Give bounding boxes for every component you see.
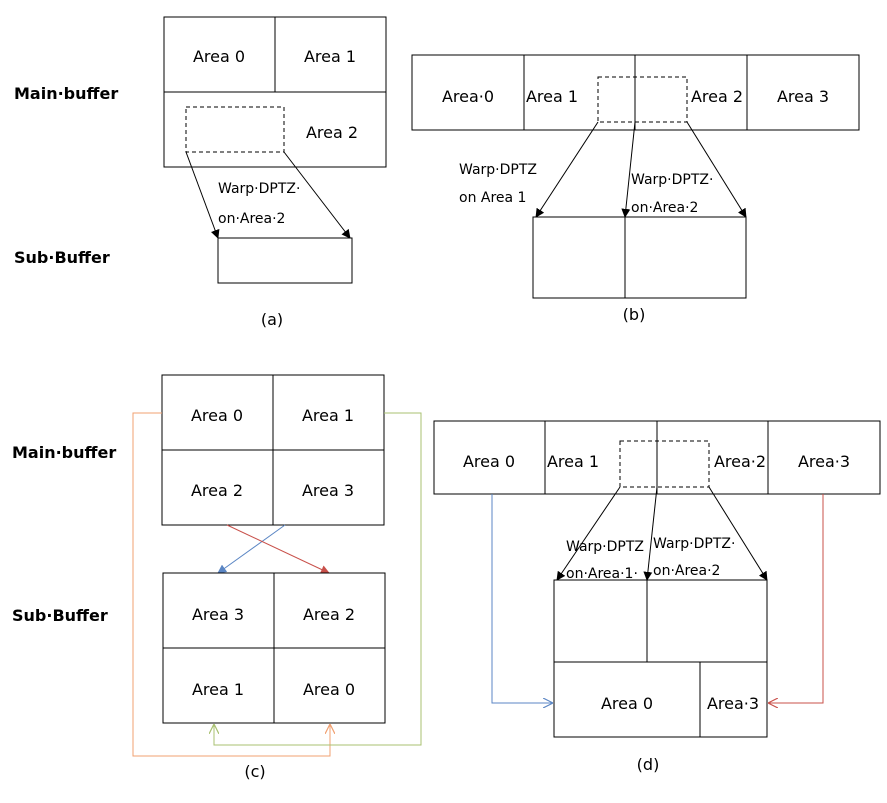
sub-buffer-box xyxy=(217,237,353,284)
warp-label-line2: on·Area·2 xyxy=(218,211,285,227)
swap-arrow-red xyxy=(226,524,330,574)
area-1-label: Area 1 xyxy=(547,452,599,471)
caption-d: (d) xyxy=(637,755,660,774)
area-0-label: Area·0 xyxy=(442,87,494,106)
dptz-window xyxy=(619,440,710,488)
panel-a: Main·buffer Sub·Buffer Area 0 Area 1 Are… xyxy=(14,16,387,329)
area-0-label: Area 0 xyxy=(193,47,245,66)
warp-arrow xyxy=(535,121,599,218)
sub-area-3-label: Area·3 xyxy=(707,694,759,713)
warp-2-label-line2: on·Area·2 xyxy=(631,200,698,216)
warp-1-label-line1: Warp·DPTZ xyxy=(566,539,644,555)
warp-arrow xyxy=(708,486,768,581)
area-2-label: Area 2 xyxy=(691,87,743,106)
panel-b: Area·0 Area 1 Area 2 Area 3 Warp·DPTZ on… xyxy=(411,54,860,324)
sub-area-0-label: Area 0 xyxy=(601,694,653,713)
warp-1-label-line2: on·Area·1· xyxy=(566,566,638,582)
warp-arrow xyxy=(643,486,658,581)
sub-area-0-label: Area 0 xyxy=(303,680,355,699)
main-buffer-label: Main·buffer xyxy=(14,84,118,103)
area-2-label: Area·2 xyxy=(714,452,766,471)
connector-blue xyxy=(491,494,552,703)
area-3-label: Area 3 xyxy=(777,87,829,106)
sub-buffer-label: Sub·Buffer xyxy=(14,248,110,267)
connector-red xyxy=(769,494,824,703)
caption-b: (b) xyxy=(623,305,646,324)
area-1-label: Area 1 xyxy=(304,47,356,66)
main-area-3-label: Area 3 xyxy=(302,481,354,500)
main-area-1-label: Area 1 xyxy=(302,406,354,425)
sub-buffer-box xyxy=(553,579,768,738)
connector-green xyxy=(214,412,422,746)
connector-orange xyxy=(132,412,330,757)
sub-area-1-label: Area 1 xyxy=(192,680,244,699)
sub-area-2-label: Area 2 xyxy=(303,605,355,624)
warp-1-label-line1: Warp·DPTZ xyxy=(459,162,537,178)
main-area-0-label: Area 0 xyxy=(191,406,243,425)
warp-2-label-line1: Warp·DPTZ· xyxy=(653,536,735,552)
area-1-label: Area 1 xyxy=(526,87,578,106)
warp-1-label-line2: on Area 1 xyxy=(459,190,526,206)
area-2-label: Area 2 xyxy=(306,123,358,142)
panel-d: Area 0 Area 1 Area·2 Area·3 Warp·DPTZ on… xyxy=(433,420,881,774)
warp-arrow xyxy=(283,151,351,239)
dptz-window xyxy=(597,76,688,123)
warp-label-line1: Warp·DPTZ· xyxy=(218,181,300,197)
warp-2-label-line2: on·Area·2 xyxy=(653,563,720,579)
caption-a: (a) xyxy=(261,310,283,329)
swap-arrow-blue xyxy=(217,524,286,574)
warp-arrow xyxy=(686,121,747,218)
warp-2-label-line1: Warp·DPTZ· xyxy=(631,172,713,188)
warp-arrow xyxy=(185,151,220,239)
sub-area-3-label: Area 3 xyxy=(192,605,244,624)
dptz-window xyxy=(185,106,285,153)
area-3-label: Area·3 xyxy=(798,452,850,471)
area-0-label: Area 0 xyxy=(463,452,515,471)
sub-buffer-label: Sub·Buffer xyxy=(12,606,108,625)
panel-c: Main·buffer Sub·Buffer Area 0 Area 1 Are… xyxy=(12,374,422,781)
caption-c: (c) xyxy=(244,762,265,781)
warp-arrow xyxy=(556,486,621,581)
warp-arrow xyxy=(621,121,636,218)
sub-buffer-box xyxy=(532,216,747,299)
main-area-2-label: Area 2 xyxy=(191,481,243,500)
main-buffer-label: Main·buffer xyxy=(12,443,116,462)
